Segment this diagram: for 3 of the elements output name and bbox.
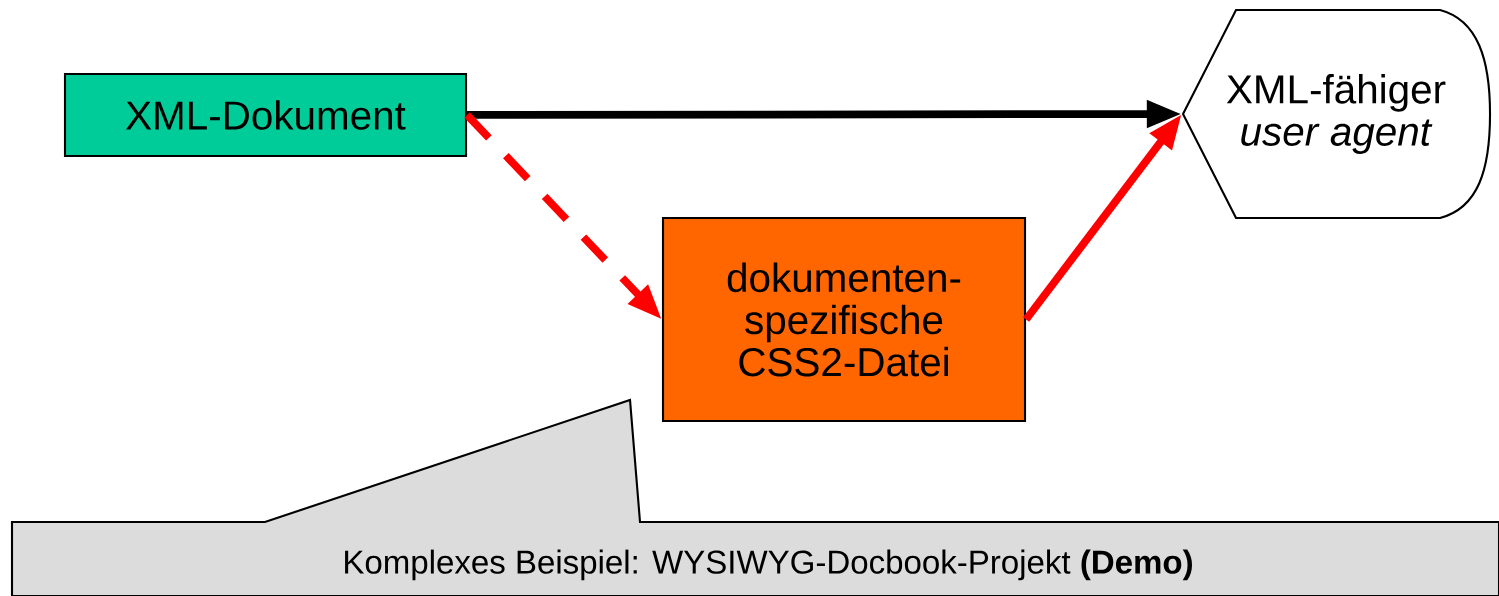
document-box: XML-Dokument — [63, 72, 468, 158]
callout-box: Komplexes Beispiel: WYSIWYG-Docbook-Projekt (Demo) — [10, 398, 1499, 596]
file-box: dokumenten- spezifische CSS2-Datei — [661, 216, 1027, 423]
